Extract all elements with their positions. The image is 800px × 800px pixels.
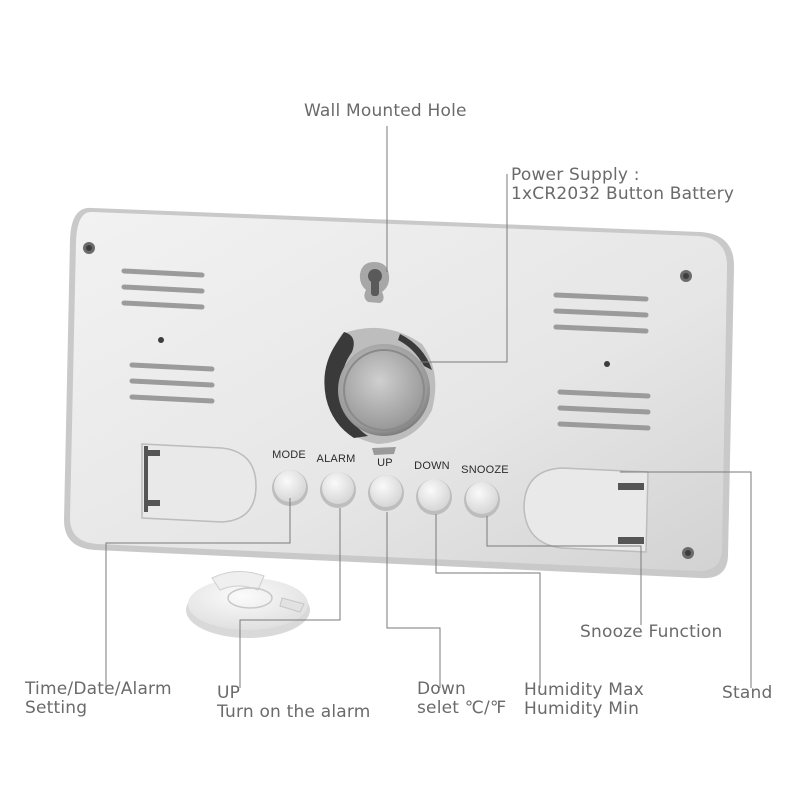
down-button[interactable] bbox=[416, 479, 452, 515]
snooze-button[interactable] bbox=[464, 482, 500, 518]
alarm-button[interactable] bbox=[320, 472, 356, 508]
down-button-label: DOWN bbox=[414, 460, 450, 472]
microphone-hole-icon bbox=[604, 361, 610, 367]
callout-stand: Stand bbox=[722, 683, 773, 703]
mode-button-label: MODE bbox=[272, 449, 306, 461]
up-button-label: UP bbox=[377, 457, 393, 469]
speaker-vent-icon bbox=[553, 292, 651, 431]
stand-slot-left bbox=[141, 443, 257, 523]
callout-snooze: Snooze Function bbox=[580, 622, 723, 642]
callout-up: UP Turn on the alarm bbox=[217, 683, 371, 722]
callout-time-date-alarm: Time/Date/Alarm Setting bbox=[25, 679, 172, 718]
screw-icon bbox=[83, 242, 95, 254]
up-button[interactable] bbox=[368, 475, 404, 511]
alarm-button-label: ALARM bbox=[316, 453, 356, 465]
screw-icon bbox=[682, 547, 694, 559]
callout-down: Down selet ℃/℉ bbox=[417, 679, 507, 718]
speaker-vent-icon bbox=[121, 268, 215, 404]
callout-lines bbox=[105, 126, 752, 688]
callout-humidity: Humidity Max Humidity Min bbox=[524, 680, 645, 719]
mode-button[interactable] bbox=[272, 470, 308, 506]
callout-power-supply: Power Supply : 1xCR2032 Button Battery bbox=[511, 165, 735, 204]
stand-slot-right bbox=[523, 467, 649, 553]
battery-compartment-icon bbox=[324, 327, 436, 455]
screw-icon bbox=[680, 270, 692, 282]
wall-mount-hole-icon bbox=[359, 262, 390, 303]
detached-stand-icon bbox=[186, 571, 310, 638]
callout-wall-hole: Wall Mounted Hole bbox=[304, 101, 467, 121]
snooze-button-label: SNOOZE bbox=[461, 464, 509, 476]
microphone-hole-icon bbox=[158, 337, 164, 343]
